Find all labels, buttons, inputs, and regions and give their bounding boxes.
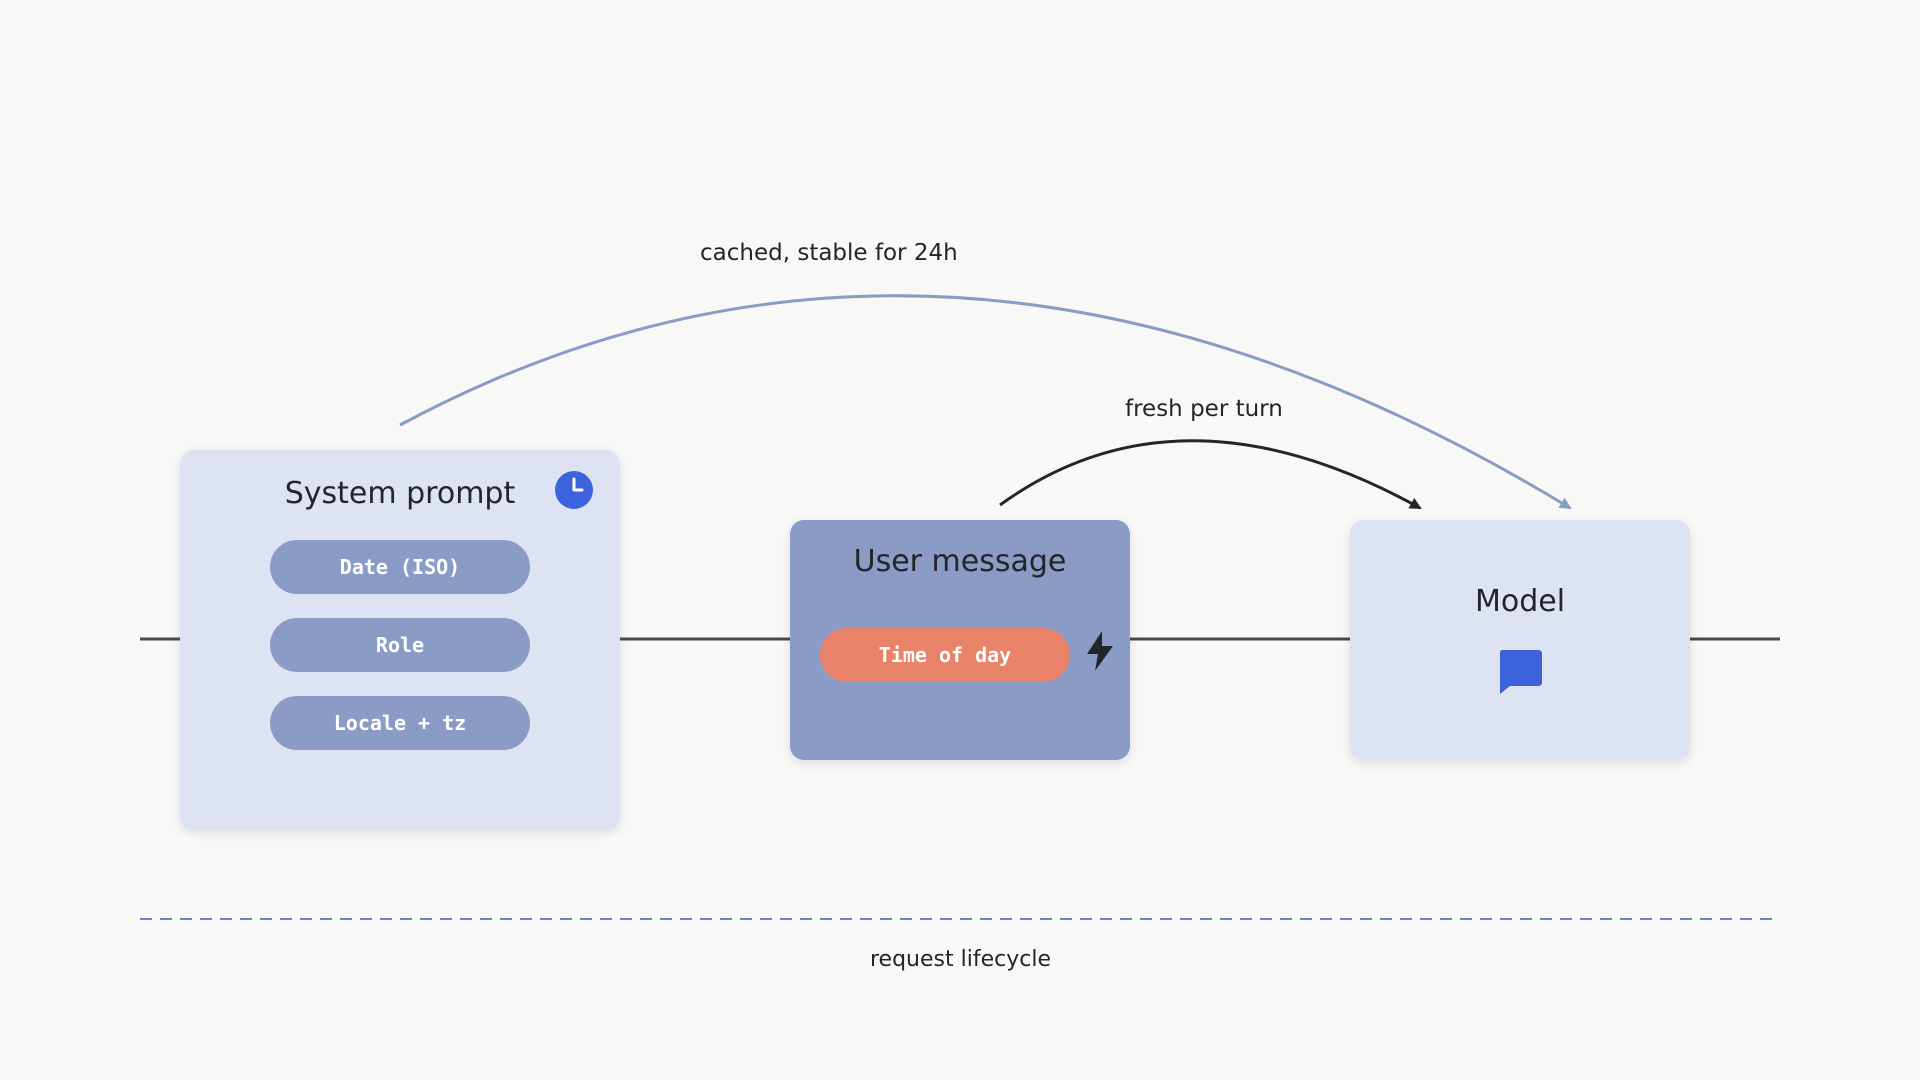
chat-bubble-icon — [1500, 650, 1542, 694]
lightning-bolt-icon — [1087, 631, 1113, 671]
time-of-day-chip: Time of day — [820, 628, 1070, 682]
system-prompt-card: System prompt Date (ISO) Role Locale + t… — [180, 450, 620, 830]
model-title: Model — [1474, 584, 1566, 619]
fresh-arc-label: fresh per turn — [1125, 396, 1283, 422]
model-card: Model — [1350, 520, 1690, 760]
system-prompt-title: System prompt — [284, 476, 516, 511]
cached-arc — [399, 294, 1572, 510]
user-message-title: User message — [853, 544, 1067, 579]
cached-arc-label: cached, stable for 24h — [700, 240, 958, 266]
clock-icon — [555, 471, 593, 509]
system-item-date: Date (ISO) — [270, 540, 530, 594]
system-item-locale: Locale + tz — [270, 696, 530, 750]
user-message-card: User message Time of day — [790, 520, 1130, 760]
lifecycle-label: request lifecycle — [870, 947, 1051, 972]
system-item-role: Role — [270, 618, 530, 672]
fresh-arc — [999, 439, 1422, 510]
